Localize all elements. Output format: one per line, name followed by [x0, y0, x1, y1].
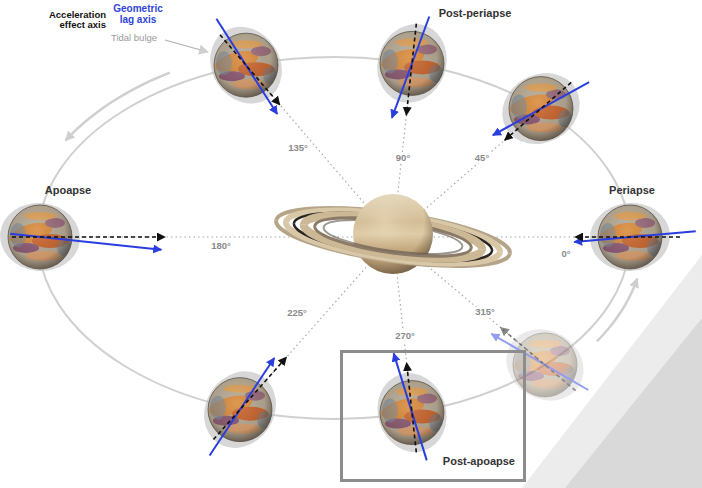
axis-key-label: Geometric lag axis	[109, 3, 167, 25]
geometric-lag-axis	[493, 82, 589, 135]
acceleration-axis	[501, 328, 576, 391]
tidal-bulge	[190, 358, 291, 462]
titan-figure	[366, 14, 457, 118]
orbit-phase-label: Post-periapse	[439, 7, 512, 19]
geometric-lag-axis	[491, 334, 588, 390]
angle-label: 270°	[393, 331, 417, 341]
angle-label: 315°	[473, 307, 497, 317]
acceleration-axis	[213, 357, 286, 439]
zoom-shade	[565, 318, 702, 488]
titan-figure	[368, 353, 457, 460]
saturn-figure	[273, 194, 513, 277]
acceleration-axis	[407, 363, 417, 452]
angle-label: 135°	[286, 143, 310, 153]
orbit-phase-label: Periapse	[609, 184, 655, 196]
box-label: Post-apoapse	[443, 455, 515, 467]
tidal-bulge	[196, 13, 296, 117]
orbit-path	[38, 57, 630, 419]
orbit-direction-arrow	[66, 73, 170, 141]
angle-label: 0°	[559, 249, 572, 259]
geometric-lag-axis	[392, 16, 429, 117]
angle-label: 180°	[209, 241, 233, 251]
titan-figure	[574, 200, 696, 275]
tidal-bulge	[490, 60, 593, 158]
geometric-lag-axis	[574, 231, 696, 242]
acceleration-axis	[220, 35, 280, 105]
acceleration-axis	[406, 24, 416, 115]
angle-label: 90°	[394, 153, 412, 163]
acceleration-axis	[505, 82, 571, 140]
titan-figure	[190, 357, 291, 462]
titan-figure	[196, 13, 296, 117]
geometric-lag-axis	[394, 353, 427, 460]
angle-label: 225°	[285, 308, 309, 318]
titan-figure	[0, 199, 165, 275]
angle-label: 45°	[473, 153, 491, 163]
titan-figure	[490, 60, 593, 158]
zoom-box: Post-apoapse	[340, 350, 526, 482]
bulge-key-label: Tidal bulge	[111, 33, 157, 43]
axis-key-label: Acceleration effect axis	[42, 10, 106, 31]
titan-figure	[491, 315, 596, 414]
acceleration-axis	[12, 236, 165, 238]
geometric-lag-axis	[216, 19, 277, 114]
orbit-direction-arrow	[597, 279, 637, 342]
orbit-phase-label: Apoapse	[45, 184, 91, 196]
acceleration-axis	[575, 236, 680, 238]
leader-line	[165, 40, 208, 52]
